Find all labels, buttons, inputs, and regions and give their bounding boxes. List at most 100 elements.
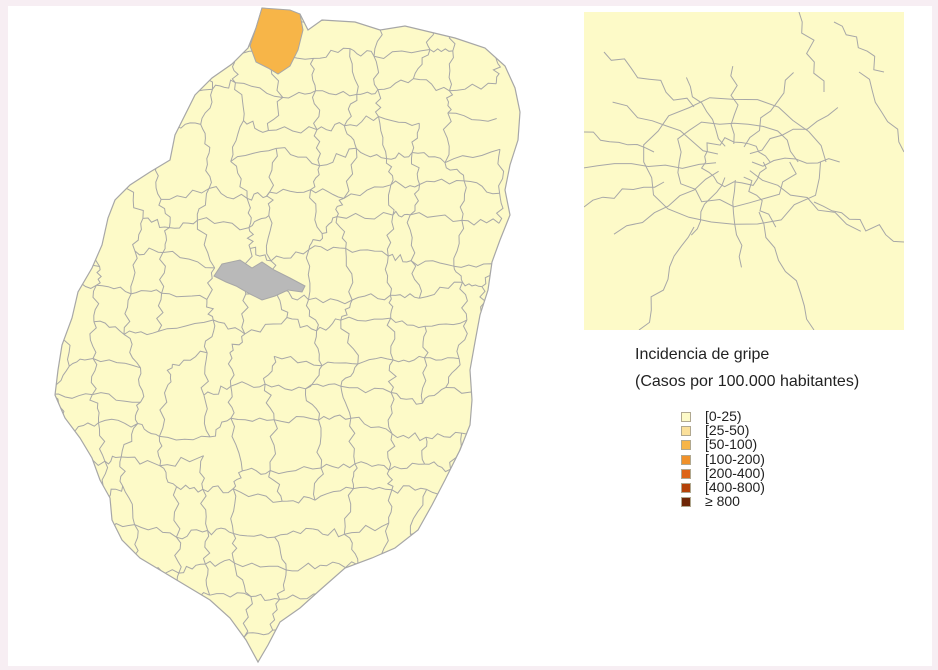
district-border <box>349 48 375 57</box>
district-border <box>449 82 497 92</box>
district-border <box>450 468 464 493</box>
district-border <box>230 161 248 199</box>
district-border <box>229 333 246 354</box>
district-border <box>60 156 69 193</box>
district-border <box>340 363 359 387</box>
district-border <box>176 484 204 493</box>
district-border <box>350 416 393 435</box>
district-border <box>335 216 347 249</box>
district-border <box>316 122 345 132</box>
inset-district-border <box>613 170 719 235</box>
district-border <box>488 534 498 562</box>
legend-label: [400-800) <box>705 478 765 495</box>
district-border <box>55 46 102 63</box>
district-border <box>250 593 280 602</box>
district-border <box>162 596 176 637</box>
district-border <box>279 592 321 600</box>
district-border <box>343 488 354 535</box>
district-border <box>206 299 215 321</box>
district-border <box>200 89 213 125</box>
district-border <box>66 215 94 223</box>
district-border <box>318 414 351 421</box>
district-border <box>212 79 236 90</box>
district-border <box>230 488 237 534</box>
frame-right <box>932 0 938 670</box>
district-border <box>64 180 106 195</box>
district-border <box>444 148 501 164</box>
district-border <box>67 558 97 569</box>
district-border <box>158 199 171 228</box>
district-border <box>421 437 428 465</box>
district-border <box>92 392 141 403</box>
district-border <box>348 418 356 464</box>
district-border <box>344 533 359 566</box>
district-border <box>387 392 395 435</box>
inset-district-border <box>758 211 815 330</box>
district-border <box>157 130 172 165</box>
district-border <box>310 165 321 191</box>
inset-district-border <box>858 71 904 153</box>
district-border <box>91 180 106 221</box>
district-border <box>96 284 132 295</box>
district-border <box>351 463 358 489</box>
district-border <box>373 56 380 90</box>
district-border <box>159 51 199 58</box>
district-border <box>374 589 395 628</box>
district-border <box>263 384 275 420</box>
highlighted-district <box>249 7 304 75</box>
district-border <box>196 220 216 269</box>
district-border <box>308 297 353 305</box>
district-border <box>386 317 396 361</box>
district-border <box>56 526 68 561</box>
district-border <box>461 218 500 226</box>
district-border <box>419 281 463 299</box>
district-border <box>388 295 394 319</box>
district-border <box>55 593 59 629</box>
district-border <box>322 216 338 234</box>
district-border <box>230 147 277 162</box>
district-border <box>343 94 358 126</box>
district-border <box>198 51 234 62</box>
district-border <box>86 61 102 84</box>
district-border <box>230 417 275 422</box>
district-border <box>378 116 420 127</box>
district-border <box>232 488 283 503</box>
district-border <box>308 245 346 252</box>
district-border <box>448 50 454 91</box>
district-border <box>391 392 423 405</box>
district-border <box>444 162 465 181</box>
district-border <box>269 188 311 194</box>
district-border <box>390 293 420 299</box>
district-border <box>121 456 161 467</box>
inset-district-border <box>690 177 726 236</box>
district-border <box>55 28 58 49</box>
district-border <box>319 147 357 167</box>
district-border <box>266 97 284 131</box>
district-border <box>199 455 205 490</box>
district-border <box>242 596 253 638</box>
inset-district-border <box>743 72 794 148</box>
district-border <box>305 299 319 331</box>
district-border <box>242 467 271 475</box>
district-border <box>349 48 359 95</box>
inset-district-border <box>833 21 885 73</box>
district-border <box>340 320 359 365</box>
district-border <box>304 388 321 421</box>
district-border <box>449 433 463 470</box>
legend-subtitle: (Casos por 100.000 habitantes) <box>635 373 860 390</box>
district-border <box>485 462 492 494</box>
district-border <box>55 48 68 89</box>
district-border <box>340 299 353 321</box>
district-border <box>235 82 283 98</box>
district-border <box>311 13 346 22</box>
district-border <box>159 435 211 441</box>
district-border <box>352 293 391 301</box>
district-border <box>385 158 394 186</box>
district-border <box>375 572 395 590</box>
district-border <box>134 247 163 256</box>
district-border <box>200 124 211 153</box>
district-border <box>386 215 395 257</box>
district-border <box>455 636 497 643</box>
district-border <box>264 383 306 391</box>
district-border <box>231 533 238 564</box>
